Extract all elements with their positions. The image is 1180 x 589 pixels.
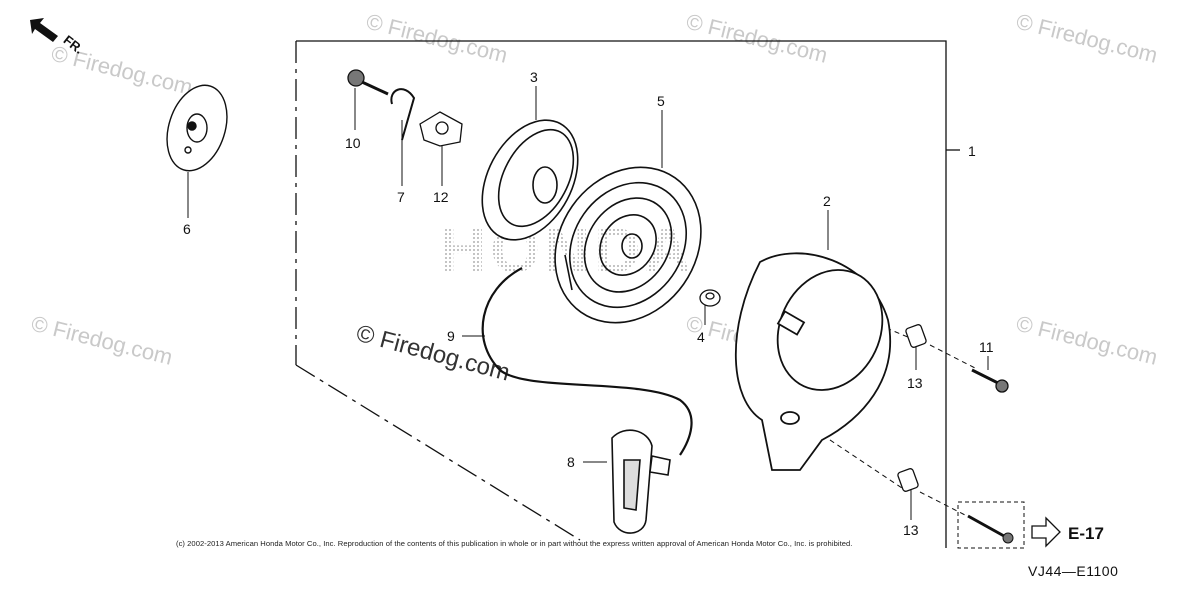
part-label-9: 9 bbox=[447, 328, 455, 344]
copyright-notice: (c) 2002-2013 American Honda Motor Co., … bbox=[176, 539, 853, 548]
part-label-1: 1 bbox=[968, 143, 976, 159]
reference-arrow-icon bbox=[1031, 516, 1061, 548]
reference-label: E-17 bbox=[1068, 524, 1104, 543]
watermark-text: © Firedog.com bbox=[364, 9, 510, 68]
part-4-drawing bbox=[699, 289, 721, 307]
watermark-text: © Firedog.com bbox=[1014, 311, 1160, 370]
part-5-drawing bbox=[554, 166, 702, 324]
part-13-drawing bbox=[897, 324, 927, 492]
part-label-3: 3 bbox=[530, 69, 538, 85]
part-labels: 1 2 3 4 5 6 7 8 9 10 11 12 13 13 bbox=[183, 69, 994, 538]
part-label-7: 7 bbox=[397, 189, 405, 205]
honda-watermark: HONDA bbox=[440, 214, 695, 286]
part-label-12: 12 bbox=[433, 189, 449, 205]
watermark-text: © Firedog.com bbox=[29, 311, 175, 370]
part-label-11: 11 bbox=[979, 339, 994, 355]
part-9-drawing bbox=[481, 267, 693, 456]
part-3-drawing bbox=[481, 119, 579, 241]
part-12-drawing bbox=[419, 111, 463, 147]
part-label-13-upper: 13 bbox=[907, 375, 923, 391]
part-2-drawing bbox=[734, 252, 891, 471]
part-8-drawing bbox=[611, 429, 671, 534]
part-7-drawing bbox=[390, 88, 416, 141]
part-label-13-lower: 13 bbox=[903, 522, 919, 538]
part-10-drawing bbox=[347, 69, 389, 96]
reference-box bbox=[957, 501, 1025, 549]
diagram-code: VJ44—E1100 bbox=[1028, 563, 1119, 579]
watermark-text: © Firedog.com bbox=[684, 9, 830, 68]
part-label-5: 5 bbox=[657, 93, 665, 109]
part-label-2: 2 bbox=[823, 193, 831, 209]
part-label-10: 10 bbox=[345, 135, 361, 151]
watermark-text: © Firedog.com bbox=[1014, 9, 1160, 68]
part-label-6: 6 bbox=[183, 221, 191, 237]
part-11-drawing bbox=[971, 368, 1009, 393]
assembly-frame bbox=[295, 40, 960, 548]
part-label-4: 4 bbox=[697, 329, 705, 345]
front-arrow-icon bbox=[30, 18, 58, 42]
part-label-8: 8 bbox=[567, 454, 575, 470]
watermark-group: © Firedog.com © Firedog.com © Firedog.co… bbox=[29, 9, 1160, 370]
part-6-drawing bbox=[166, 84, 228, 172]
